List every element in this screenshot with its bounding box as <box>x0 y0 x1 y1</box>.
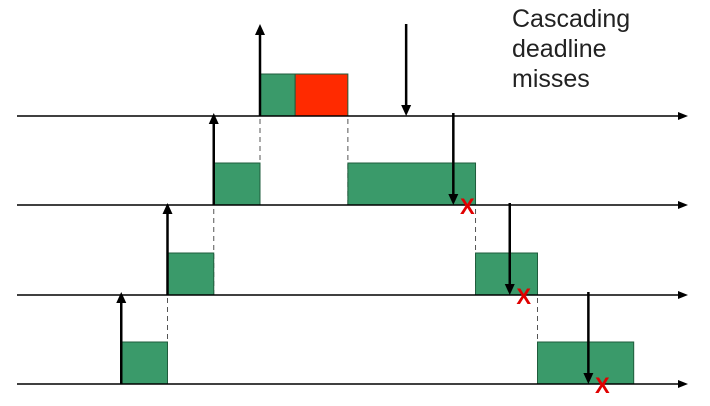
deadline-arrowhead <box>583 373 594 384</box>
title-line-2: deadline <box>512 35 607 63</box>
release-arrowhead <box>116 292 127 303</box>
deadline-arrowhead <box>448 194 459 205</box>
execution-block <box>259 73 296 117</box>
deadline-miss-markers: X X X <box>460 194 610 398</box>
deadline-miss-x: X <box>595 373 610 398</box>
title-line-3: misses <box>512 65 590 93</box>
diagram-title: Cascading deadline misses <box>512 4 630 94</box>
time-axis-arrowhead <box>678 380 688 388</box>
time-axis-arrowhead <box>678 112 688 120</box>
time-axis-arrowhead <box>678 291 688 299</box>
timeline-axes <box>17 112 688 388</box>
overrun-block <box>294 73 349 117</box>
execution-block <box>475 252 538 296</box>
release-arrowhead <box>162 203 173 214</box>
job-blocks <box>120 73 635 385</box>
execution-block <box>120 341 168 385</box>
execution-block <box>213 162 261 206</box>
execution-block <box>347 162 477 206</box>
title-line-1: Cascading <box>512 5 631 33</box>
deadline-arrowhead <box>504 284 515 295</box>
dashed-connectors <box>167 116 538 384</box>
release-arrowhead <box>255 24 265 35</box>
event-arrows <box>116 24 594 384</box>
deadline-miss-x: X <box>516 284 531 309</box>
execution-block <box>167 252 215 296</box>
release-arrowhead <box>208 113 219 124</box>
time-axis-arrowhead <box>678 201 688 209</box>
deadline-miss-x: X <box>460 194 475 219</box>
deadline-arrowhead <box>401 105 412 116</box>
